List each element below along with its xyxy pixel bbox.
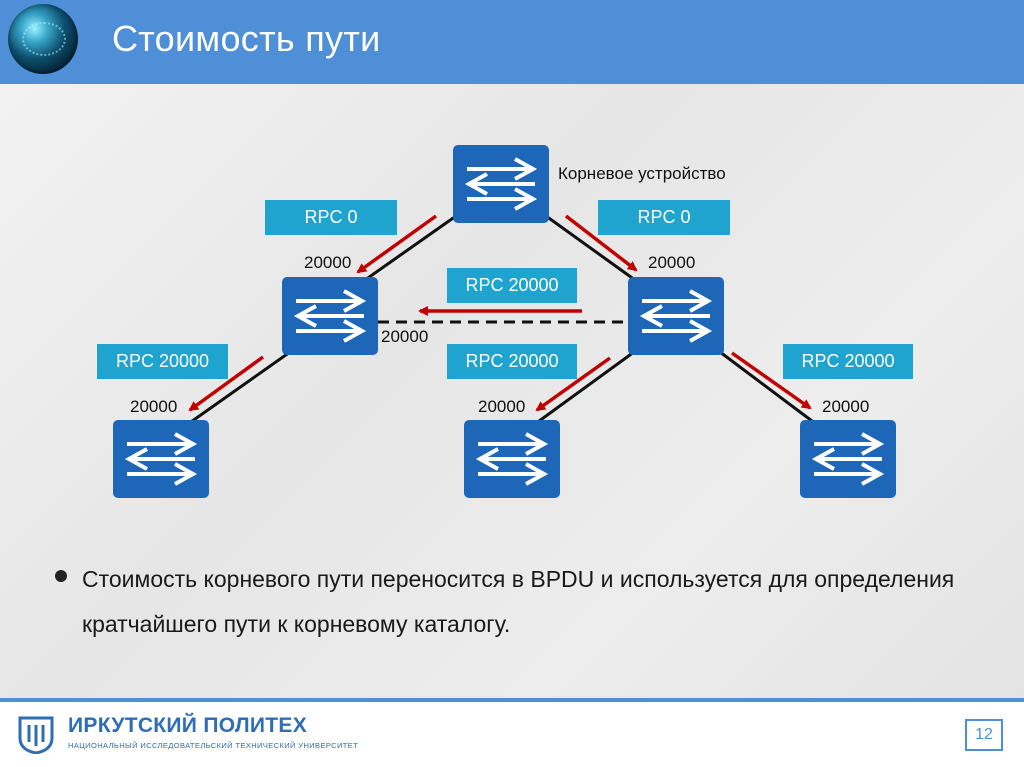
- page-title: Стоимость пути: [112, 18, 381, 59]
- cost-root-right: 20000: [648, 253, 696, 272]
- rpc-label-left-down: RPC 20000: [97, 344, 228, 379]
- root-switch-icon: [451, 143, 551, 225]
- switch-bottom-center-icon: [462, 418, 562, 500]
- page-number: 12: [965, 719, 1003, 751]
- footer: [0, 702, 1024, 767]
- arrow-root-left: [356, 214, 438, 274]
- switch-right-icon: [626, 275, 726, 357]
- globe-logo-icon: [8, 4, 78, 74]
- link-root-right: [545, 214, 636, 282]
- link-left-bottomleft: [187, 350, 291, 426]
- switch-bottom-left-icon: [111, 418, 211, 500]
- arrow-right-down: [730, 351, 812, 410]
- bullet-text: Стоимость корневого пути переносится в B…: [82, 566, 955, 637]
- link-root-left: [364, 214, 457, 282]
- link-right-bottomcenter: [534, 350, 635, 426]
- arrow-left-down: [188, 355, 265, 412]
- header-bar: Стоимость пути: [0, 0, 1024, 84]
- cost-middle: 20000: [381, 327, 429, 346]
- university-name: ИРКУТСКИЙ ПОЛИТЕХ: [68, 714, 308, 737]
- link-right-bottomright: [719, 350, 817, 426]
- rpc-label-middle: RPC 20000: [447, 268, 577, 303]
- rpc-label-right-down: RPC 20000: [783, 344, 913, 379]
- rpc-label-top-right: RPC 0: [598, 200, 730, 235]
- switch-left-icon: [280, 275, 380, 357]
- rpc-label-center-down: RPC 20000: [447, 344, 577, 379]
- footer-divider: [0, 698, 1024, 702]
- slide-content: Корневое устройство RPC 0 RPC 0 RPC 2000…: [0, 84, 1024, 698]
- switch-bottom-right-icon: [798, 418, 898, 500]
- arrow-center-down: [535, 356, 612, 412]
- network-diagram: [111, 143, 898, 500]
- cost-right-bottomright: 20000: [822, 397, 870, 416]
- bullet-icon: [55, 570, 67, 582]
- university-shield-icon: [18, 716, 54, 754]
- rpc-label-top-left: RPC 0: [265, 200, 397, 235]
- university-subtitle: НАЦИОНАЛЬНЫЙ ИССЛЕДОВАТЕЛЬСКИЙ ТЕХНИЧЕСК…: [68, 741, 359, 750]
- cost-root-left: 20000: [304, 253, 352, 272]
- root-device-label: Корневое устройство: [558, 164, 726, 183]
- cost-left-bottomleft: 20000: [130, 397, 178, 416]
- arrow-root-right: [564, 214, 638, 272]
- cost-right-bottomcenter: 20000: [478, 397, 526, 416]
